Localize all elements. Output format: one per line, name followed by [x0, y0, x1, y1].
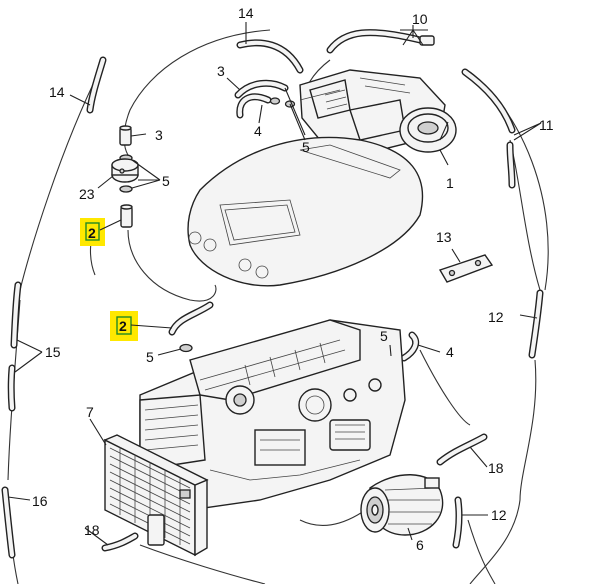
callout-5-engine-right: 5 [380, 328, 388, 344]
part-3-fitting [119, 125, 132, 146]
hose-16 [1, 486, 16, 559]
part-13-bracket [438, 254, 494, 283]
part-2-highlight-lower [110, 311, 138, 341]
callout-7: 7 [86, 404, 94, 420]
callout-3-left: 3 [155, 127, 163, 143]
callout-14-top: 14 [238, 5, 254, 21]
hose-14-upper [236, 39, 304, 74]
hose-4-right [400, 331, 420, 362]
callout-5-engine-left: 5 [146, 349, 154, 365]
hose-2-lower [168, 301, 214, 336]
callout-3-top: 3 [217, 63, 225, 79]
callout-10: 10 [412, 11, 428, 27]
hose-11 [461, 68, 516, 189]
callout-5-top: 5 [302, 139, 310, 155]
hose-15 [7, 281, 22, 412]
callout-15: 15 [45, 344, 61, 360]
callout-6: 6 [416, 537, 424, 553]
part-2-highlight-upper [80, 218, 105, 246]
part-1-hvac-unit [299, 69, 457, 153]
part-2-fitting-upper [120, 204, 133, 228]
callout-4-top: 4 [254, 123, 262, 139]
hose-4-upper [236, 93, 272, 119]
callout-4-right: 4 [446, 344, 454, 360]
hose-10 [326, 29, 435, 54]
callout-2-upper: 2 [88, 225, 96, 241]
callout-23: 23 [79, 186, 95, 202]
leader-lines [7, 22, 542, 546]
hose-18-left [101, 532, 139, 552]
hose-12-lower [452, 496, 463, 549]
engine-assembly [139, 319, 406, 511]
hose-14-left [86, 56, 107, 114]
callout-5-left: 5 [162, 173, 170, 189]
roof-panel-outline [187, 136, 424, 287]
callout-12-lower: 12 [491, 507, 507, 523]
callout-1: 1 [446, 175, 454, 191]
part-7-condenser [103, 434, 209, 557]
callouts: 14 10 14 3 4 5 1 11 3 5 23 2 13 2 12 5 4… [32, 5, 554, 553]
hose-12-right [528, 289, 544, 359]
hose-18-right [436, 433, 488, 466]
callout-12-right: 12 [488, 309, 504, 325]
callout-11: 11 [539, 117, 554, 133]
callout-13: 13 [436, 229, 452, 245]
callout-18-left: 18 [84, 522, 100, 538]
part-23-switch [111, 158, 139, 183]
callout-2-lower: 2 [119, 318, 127, 334]
callout-18-right: 18 [488, 460, 504, 476]
callout-16: 16 [32, 493, 48, 509]
callout-14-left: 14 [49, 84, 65, 100]
hose-3-upper [234, 79, 289, 99]
part-6-compressor [360, 474, 444, 536]
